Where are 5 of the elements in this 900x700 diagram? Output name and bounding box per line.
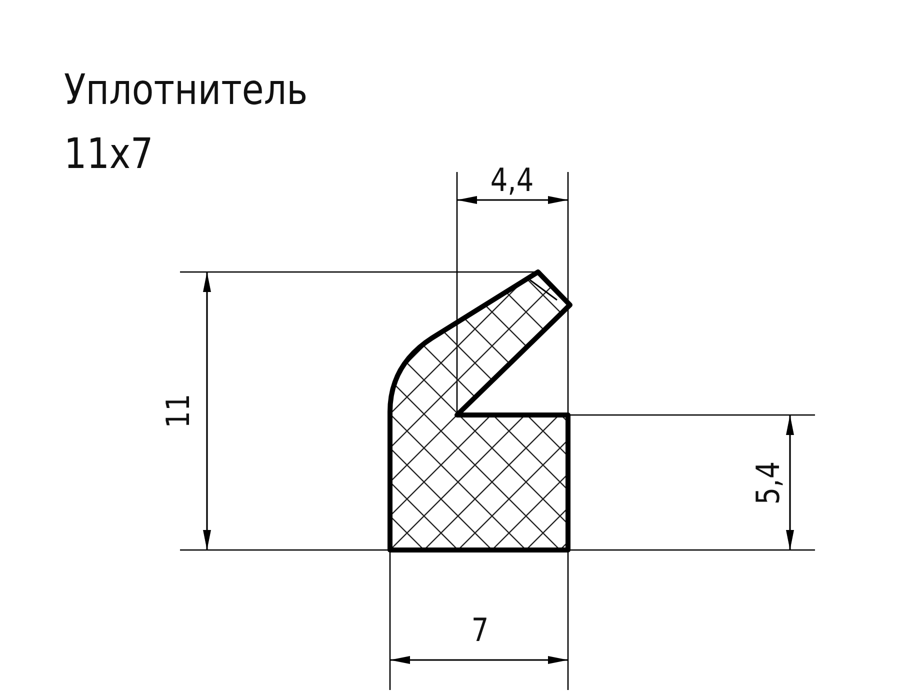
dimension-value: 7	[471, 614, 489, 646]
dimension-value: 4,4	[490, 164, 534, 196]
dimension-value: 5,4	[752, 461, 784, 505]
dimension-value: 11	[162, 394, 194, 428]
title: Уплотнитель 11x7	[64, 64, 309, 180]
